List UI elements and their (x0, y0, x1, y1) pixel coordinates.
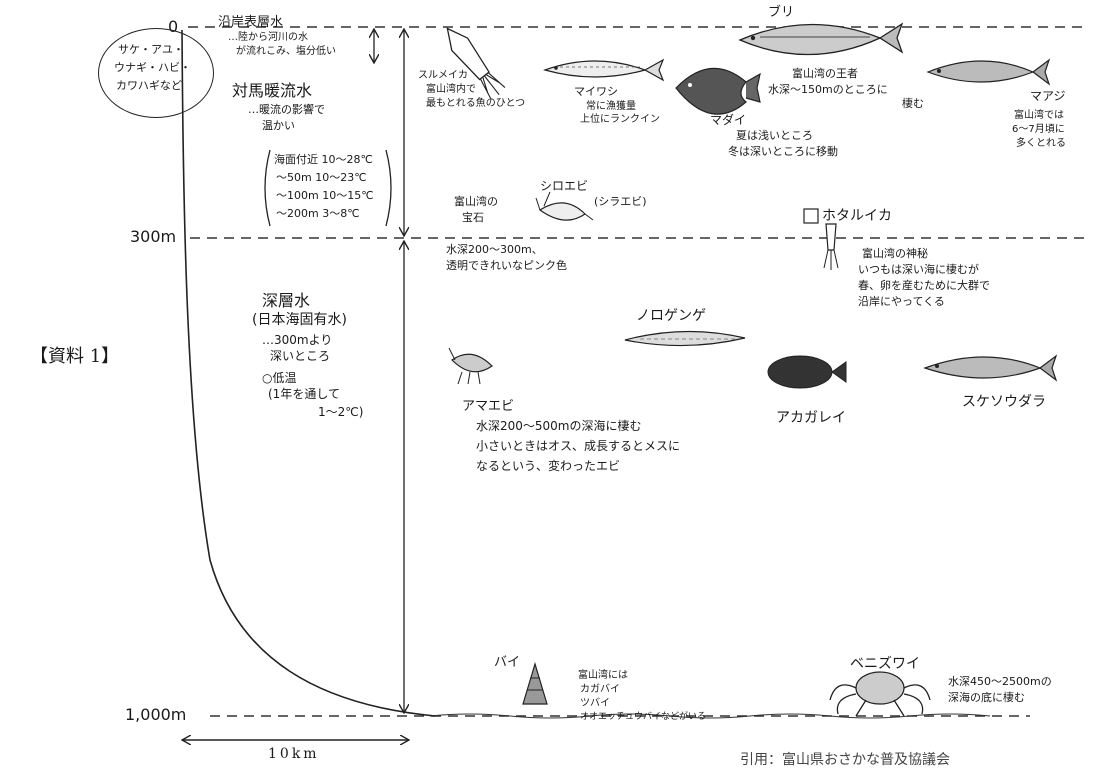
bubble-line-3: カワハギなど (116, 79, 182, 92)
deep-water-desc-2: 深いところ (270, 349, 331, 363)
squid-illustration (446, 27, 506, 99)
hotaruika-desc-2: いつもは深い海に棲むが (858, 263, 979, 276)
benizuwai-illustration (829, 671, 931, 717)
deep-water-temp-2: (1年を通して (268, 387, 340, 401)
akagarei-illustration (767, 355, 847, 389)
maaji-name: マアジ (1030, 89, 1066, 103)
material-label: 【資料 1】 (30, 346, 120, 367)
maaji-desc-1: 富山湾では (1014, 110, 1064, 121)
bai-desc-4: オオエッチュウバイなどがいる (580, 712, 707, 722)
madai-illustration (675, 67, 761, 115)
gengoro-name: ノロゲンゲ (636, 308, 706, 324)
madai-name: マダイ (710, 113, 747, 127)
sukesou-illustration (923, 354, 1058, 382)
hotaruika-desc-4: 沿岸にやってくる (858, 295, 945, 308)
akagarei-name: アカガレイ (776, 410, 846, 426)
tsushima-water-name: 対馬暖流水 (232, 81, 313, 100)
deep-water-name: 深層水 (262, 291, 311, 310)
bai-desc-1: 富山湾には (578, 670, 628, 681)
maiwashi-name: マイワシ (574, 85, 618, 98)
deep-water-desc-1: …300mより (262, 333, 333, 347)
buri-desc-3: 棲む (902, 97, 924, 110)
tsushima-water-desc-1: …暖流の影響で (248, 103, 325, 116)
maaji-desc-2: 6～7月頃に (1012, 124, 1065, 135)
temp-bracket-left (264, 149, 271, 227)
hotaruika-illustration (803, 208, 839, 270)
bai-illustration (522, 661, 548, 705)
shiroebi-desc-1: 水深200～300m、 (446, 243, 543, 256)
bubble-line-1: サケ・アユ・ (118, 43, 184, 56)
benizuwai-desc-1: 水深450～2500mの (948, 675, 1052, 688)
sukesou-name: スケソウダラ (962, 394, 1046, 410)
amaebi-desc-1: 水深200～500mの深海に棲む (476, 419, 642, 433)
tsushima-temp-1: 海面付近 10～28℃ (274, 153, 373, 166)
bai-name: バイ (494, 655, 521, 670)
shiroebi-name: シロエビ (540, 179, 589, 193)
buri-desc-1: 富山湾の王者 (792, 67, 858, 80)
coastal-water-desc-1: …陸から河川の水 (228, 32, 308, 43)
hotaruika-desc-1: 富山湾の神秘 (862, 247, 928, 260)
deep-water-temp-1: ○低温 (262, 371, 297, 385)
temp-bracket-right (385, 149, 392, 227)
maiwashi-desc-2: 上位にランクイン (580, 114, 660, 125)
buri-illustration (738, 22, 904, 56)
surume-desc-2: 最もとれる魚のひとつ (426, 98, 526, 109)
depth-label-1000m: 1,000m (125, 705, 187, 724)
citation: 引用：富山県おさかな普及協議会 (740, 752, 950, 768)
coastal-water-name: 沿岸表層水 (218, 15, 284, 30)
surume-desc-1: 富山湾内で (426, 84, 476, 95)
shiroebi-alt: (シラエビ) (594, 195, 647, 208)
coastal-water-desc-2: が流れこみ、塩分低い (236, 46, 336, 57)
depth-label-300m: 300m (130, 227, 177, 246)
bubble-line-2: ウナギ・ハビ・ (114, 61, 191, 74)
madai-desc-1: 夏は浅いところ (736, 129, 813, 142)
shiroebi-illustration (535, 191, 594, 221)
maiwashi-desc-1: 常に漁獲量 (586, 101, 636, 112)
buri-name: ブリ (768, 5, 795, 20)
amaebi-desc-3: なるという、変わったエビ (476, 459, 621, 473)
species-bubble (98, 28, 214, 118)
hotaruika-name: ホタルイカ (822, 208, 892, 224)
bai-desc-2: カガバイ (580, 684, 620, 695)
tsushima-water-desc-2: 温かい (262, 119, 295, 132)
madai-desc-2: 冬は深いところに移動 (728, 145, 838, 158)
scale-label: 10km (268, 746, 320, 762)
amaebi-illustration (448, 347, 493, 385)
buri-desc-2: 水深～150mのところに (768, 83, 888, 96)
maaji-desc-3: 多くとれる (1016, 138, 1066, 149)
shiroebi-desc-2: 透明できれいなピンク色 (446, 259, 567, 272)
shiroebi-pre-2: 宝石 (462, 211, 484, 224)
maiwashi-illustration (543, 58, 665, 82)
surume-name: スルメイカ (418, 70, 468, 81)
deep-water-temp-3: 1～2℃) (318, 405, 364, 419)
benizuwai-desc-2: 深海の底に棲む (948, 691, 1025, 704)
shiroebi-pre-1: 富山湾の (454, 195, 498, 208)
continental-slope-curve (181, 29, 436, 717)
tsushima-temp-4: ～200m 3～8℃ (276, 207, 360, 220)
maaji-illustration (926, 58, 1051, 86)
bai-desc-3: ツバイ (580, 698, 610, 709)
tsushima-temp-2: ～50m 10～23℃ (276, 171, 367, 184)
hotaruika-desc-3: 春、卵を産むために大群で (858, 279, 990, 292)
amaebi-desc-2: 小さいときはオス、成長するとメスに (476, 439, 681, 453)
deep-water-subname: (日本海固有水) (252, 312, 347, 328)
benizuwai-name: ベニズワイ (850, 656, 920, 672)
gengoro-illustration (624, 330, 746, 347)
depth-label-surface: 0 (168, 17, 179, 36)
sea-floor-line (429, 713, 991, 719)
tsushima-temp-3: ～100m 10～15℃ (276, 189, 374, 202)
amaebi-name: アマエビ (462, 399, 515, 414)
